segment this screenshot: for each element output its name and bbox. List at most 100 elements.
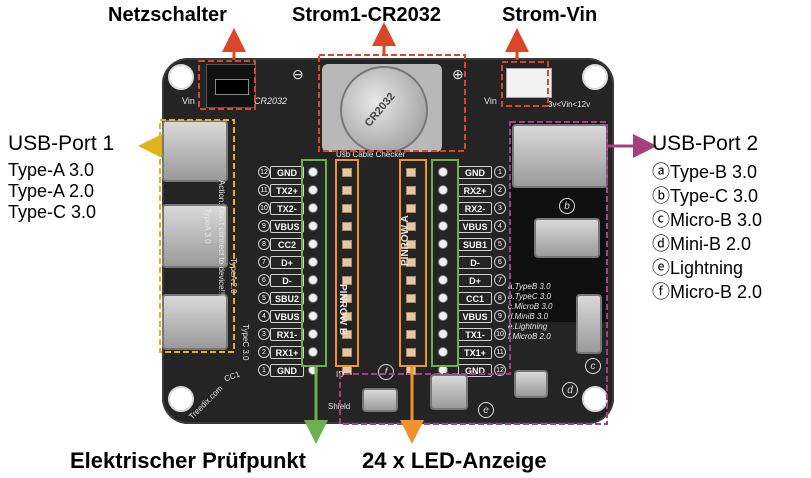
port-letter-b: b xyxy=(559,198,575,214)
vin-box xyxy=(501,61,549,107)
vin-left-label: Vin xyxy=(182,96,195,106)
label-led-display: 24 x LED-Anzeige xyxy=(362,448,547,473)
usb-port2-micro-b-2[interactable] xyxy=(362,388,398,412)
usb-port1-type-a-2[interactable] xyxy=(162,204,228,268)
test-point-box-right xyxy=(431,159,459,367)
usb-port2-mini-b-2[interactable] xyxy=(514,370,548,398)
usb-port2-type-c-3[interactable] xyxy=(534,218,600,258)
led xyxy=(342,258,352,267)
pin-number: 9 xyxy=(258,220,270,232)
pin-number: 5 xyxy=(494,238,506,250)
usb-port2-item: ⓑType-C 3.0 xyxy=(652,184,762,208)
usb-port2-item: ⓓMini-B 2.0 xyxy=(652,232,762,256)
usb-port1-item: Type-A 3.0 xyxy=(8,160,95,180)
pin-number: 1 xyxy=(258,364,270,376)
test-point xyxy=(438,221,448,231)
item-mark: ⓒ xyxy=(652,210,670,230)
pin-number: 2 xyxy=(258,346,270,358)
label-power-switch: Netzschalter xyxy=(108,4,227,26)
pin-label: GND xyxy=(270,364,304,377)
test-point xyxy=(308,293,318,303)
led xyxy=(342,168,352,177)
usb-port1-list: USB-Port 1 Type-A 3.0 Type-A 2.0 Type-C … xyxy=(8,132,115,222)
port-letter-e: e xyxy=(478,402,494,418)
led xyxy=(406,258,416,267)
test-point xyxy=(308,329,318,339)
test-point xyxy=(308,239,318,249)
test-point xyxy=(308,167,318,177)
voltage-range-label: 3v<Vin<12v xyxy=(548,100,591,109)
test-point xyxy=(308,185,318,195)
usb-port1-box xyxy=(159,119,235,353)
port2-legend-item: c.MicroB 3.0 xyxy=(508,302,553,311)
pin-number: 4 xyxy=(494,220,506,232)
item-label: Type-C 3.0 xyxy=(670,186,759,206)
led xyxy=(342,240,352,249)
usb-port1-item: Type-C 3.0 xyxy=(8,202,97,222)
test-point xyxy=(308,203,318,213)
battery-box xyxy=(318,54,466,152)
test-point xyxy=(438,203,448,213)
pin-label: RX1- xyxy=(270,328,304,341)
pin-number: 3 xyxy=(494,202,506,214)
led xyxy=(342,312,352,321)
led xyxy=(406,294,416,303)
power-switch[interactable] xyxy=(206,64,256,108)
usb-port1-type-c-3[interactable] xyxy=(162,294,228,350)
led-box-left xyxy=(335,159,359,367)
mount-hole xyxy=(168,386,194,412)
usb-port1-type-a-3[interactable] xyxy=(162,120,228,182)
led xyxy=(342,294,352,303)
pcb-board: Vin CR2032 CR2032 ⊖ ⊕ Vin 3v<Vin<12v Usb… xyxy=(162,58,614,424)
battery-holder: CR2032 xyxy=(322,64,442,154)
test-point xyxy=(438,275,448,285)
usb-port2-title: USB-Port 2 xyxy=(652,132,759,155)
usb-port2-type-b-3[interactable] xyxy=(512,124,608,188)
item-label: Type-B 3.0 xyxy=(670,162,758,182)
vin-connector xyxy=(506,68,552,98)
led xyxy=(406,276,416,285)
usb-port1-title: USB-Port 1 xyxy=(8,132,115,155)
pin-label: VBUS xyxy=(270,310,304,323)
pin-number: 4 xyxy=(258,310,270,322)
pin-number: 6 xyxy=(258,274,270,286)
led xyxy=(342,222,352,231)
test-point xyxy=(308,221,318,231)
item-mark: ⓓ xyxy=(652,234,670,254)
test-point xyxy=(308,311,318,321)
test-point xyxy=(308,275,318,285)
usb-port2-item: ⓕMicro-B 2.0 xyxy=(652,280,762,304)
mount-hole xyxy=(168,64,194,90)
test-point xyxy=(438,293,448,303)
pin-number: 12 xyxy=(258,166,270,178)
label-battery: Strom1-CR2032 xyxy=(292,4,441,26)
power-switch-box xyxy=(198,60,256,110)
port2-legend-item: e.Lightning xyxy=(508,322,548,331)
pin-number: 10 xyxy=(494,328,506,340)
led xyxy=(342,186,352,195)
pin-number: 12 xyxy=(494,364,506,376)
item-label: Micro-B 3.0 xyxy=(670,210,763,230)
test-point xyxy=(438,257,448,267)
led xyxy=(406,348,416,357)
pin-number: 1 xyxy=(494,166,506,178)
pin-label: TX2- xyxy=(270,202,304,215)
test-point xyxy=(438,347,448,357)
led xyxy=(406,330,416,339)
led xyxy=(406,168,416,177)
pin-label: CC2 xyxy=(270,238,304,251)
item-label: Lightning xyxy=(670,258,744,278)
pin-label: D- xyxy=(270,274,304,287)
usb-port2-micro-b-3[interactable] xyxy=(576,294,602,354)
pin-label: D+ xyxy=(270,256,304,269)
test-point xyxy=(308,347,318,357)
port-letter-f: f xyxy=(378,364,394,380)
usb-port2-lightning[interactable] xyxy=(430,374,468,410)
usb-port2-box xyxy=(339,121,608,425)
minus-icon: ⊖ xyxy=(292,66,304,82)
led xyxy=(342,348,352,357)
pin-number: 6 xyxy=(494,256,506,268)
led xyxy=(406,312,416,321)
